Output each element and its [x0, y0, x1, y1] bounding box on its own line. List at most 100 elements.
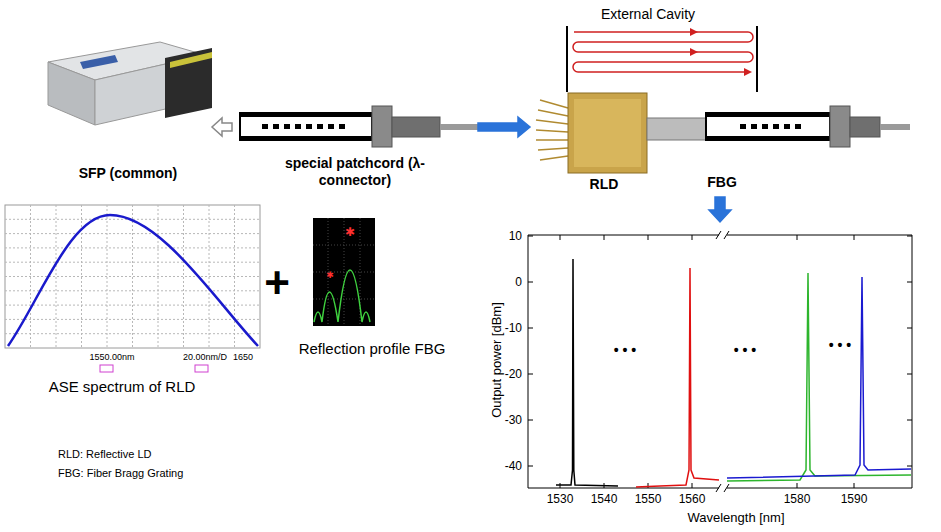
patchcord [306, 124, 312, 129]
rld-package [647, 118, 706, 140]
chart-frame [528, 231, 912, 492]
rld-package [540, 156, 568, 160]
rld-package [568, 93, 647, 173]
chart-frame [528, 374, 533, 375]
ase-plot [5, 247, 260, 248]
chart-frame [797, 483, 798, 488]
ase-plot [5, 262, 260, 263]
x-tick-label: 1560 [679, 492, 706, 506]
node-label: ASE spectrum of RLD [49, 378, 196, 396]
fbg-fiber [850, 117, 880, 137]
reflection-plot [313, 299, 375, 300]
patchcord [372, 106, 392, 147]
reflection-plot: ✱ [345, 225, 355, 239]
rld-package [536, 120, 568, 124]
fbg-fiber [830, 106, 850, 147]
fbg-fiber [706, 106, 910, 147]
reflection-plot [313, 218, 375, 326]
ellipsis-mark: • • • [614, 342, 636, 359]
node-label: special patchcord (λ-connector) [280, 155, 430, 189]
chart-frame [912, 235, 913, 488]
fbg-fiber [706, 113, 830, 140]
fbg-fiber [762, 124, 768, 129]
reflection-plot: ✱ [326, 270, 334, 280]
ase-plot [56, 205, 57, 348]
patchcord [240, 136, 372, 140]
rld-package [574, 99, 641, 167]
chart-frame [528, 420, 533, 421]
ellipsis-mark: • • • [734, 342, 756, 359]
ase-plot [8, 215, 258, 346]
chart-frame [854, 483, 855, 488]
chart-frame [528, 466, 533, 467]
spectrum-traces [636, 268, 719, 487]
cavity-mirrors [573, 32, 753, 72]
chart-frame [716, 484, 721, 492]
chart-frame [907, 236, 912, 237]
chart-frame [907, 282, 912, 283]
chart-frame [528, 328, 533, 329]
y-tick-label: -30 [505, 413, 522, 427]
external-cavity-group: External CavityRLDFBG [530, 3, 915, 197]
ase-plot [5, 233, 260, 234]
reflection-plot: ✱ ✱ [313, 218, 375, 326]
chart-frame [528, 235, 912, 488]
spectrum-traces [556, 259, 618, 486]
ase-plot [5, 319, 260, 320]
ase-plot [5, 333, 260, 334]
fbg-fiber [773, 124, 779, 129]
reflection-plot [313, 245, 375, 246]
block-arrow [709, 197, 731, 222]
output-chart: Output power [dBm] Wavelength [nm] [485, 222, 925, 530]
sfp-module [170, 52, 212, 68]
plus-symbol: + [264, 257, 290, 310]
fbg-fiber [740, 124, 746, 129]
patchcord [240, 113, 372, 140]
sfp-module [48, 42, 212, 125]
y-tick-label: 10 [509, 229, 522, 243]
x-tick-label: 1540 [591, 492, 618, 506]
rld-package [536, 93, 706, 173]
axis-scale-value: 20.00nm/D [183, 352, 227, 363]
chart-frame [907, 420, 912, 421]
patchcord [284, 124, 290, 129]
patchcord [339, 124, 345, 129]
patchcord [440, 124, 478, 130]
rld-package [538, 148, 568, 150]
abbreviation-note: FBG: Fiber Bragg Grating [58, 467, 183, 480]
block-arrow [478, 117, 530, 137]
sfp-module [80, 55, 118, 69]
reflection-panel: Reflection profile FBG [285, 212, 460, 362]
chart-frame [797, 235, 798, 240]
chart-frame [724, 484, 729, 492]
node-label: External Cavity [601, 6, 695, 23]
node-label: SFP (common) [79, 165, 178, 182]
spectrum-traces [727, 273, 911, 481]
x-tick-label: 1580 [784, 492, 811, 506]
patchcord-box: special patchcord (λ-connector) [232, 100, 478, 200]
axis-end-value: 1650 [233, 352, 253, 363]
node-label: Wavelength [nm] [687, 510, 784, 526]
patchcord [295, 124, 301, 129]
reflection-plot [313, 218, 375, 326]
chart-frame [528, 488, 719, 489]
chart-frame [528, 235, 719, 236]
patchcord [273, 124, 279, 129]
cavity-mirrors [566, 26, 568, 92]
chart-frame [648, 235, 649, 240]
abbreviation-note: RLD: Reflective LD [58, 448, 152, 461]
node-label: Output power [dBm] [489, 302, 505, 418]
rld-package [540, 100, 568, 108]
ase-plot [5, 290, 260, 291]
chart-frame [604, 235, 605, 240]
x-tick-label: 1550 [635, 492, 662, 506]
x-tick-label: 1590 [841, 492, 868, 506]
patchcord [262, 124, 268, 129]
sfp-module-box: SFP (common) [35, 35, 212, 190]
cavity-mirrors [690, 28, 698, 36]
chart-frame [692, 483, 693, 488]
cavity-mirrors [756, 26, 758, 92]
reflection-plot [314, 270, 370, 322]
chart-frame [560, 235, 561, 240]
fbg-fiber [784, 124, 790, 129]
